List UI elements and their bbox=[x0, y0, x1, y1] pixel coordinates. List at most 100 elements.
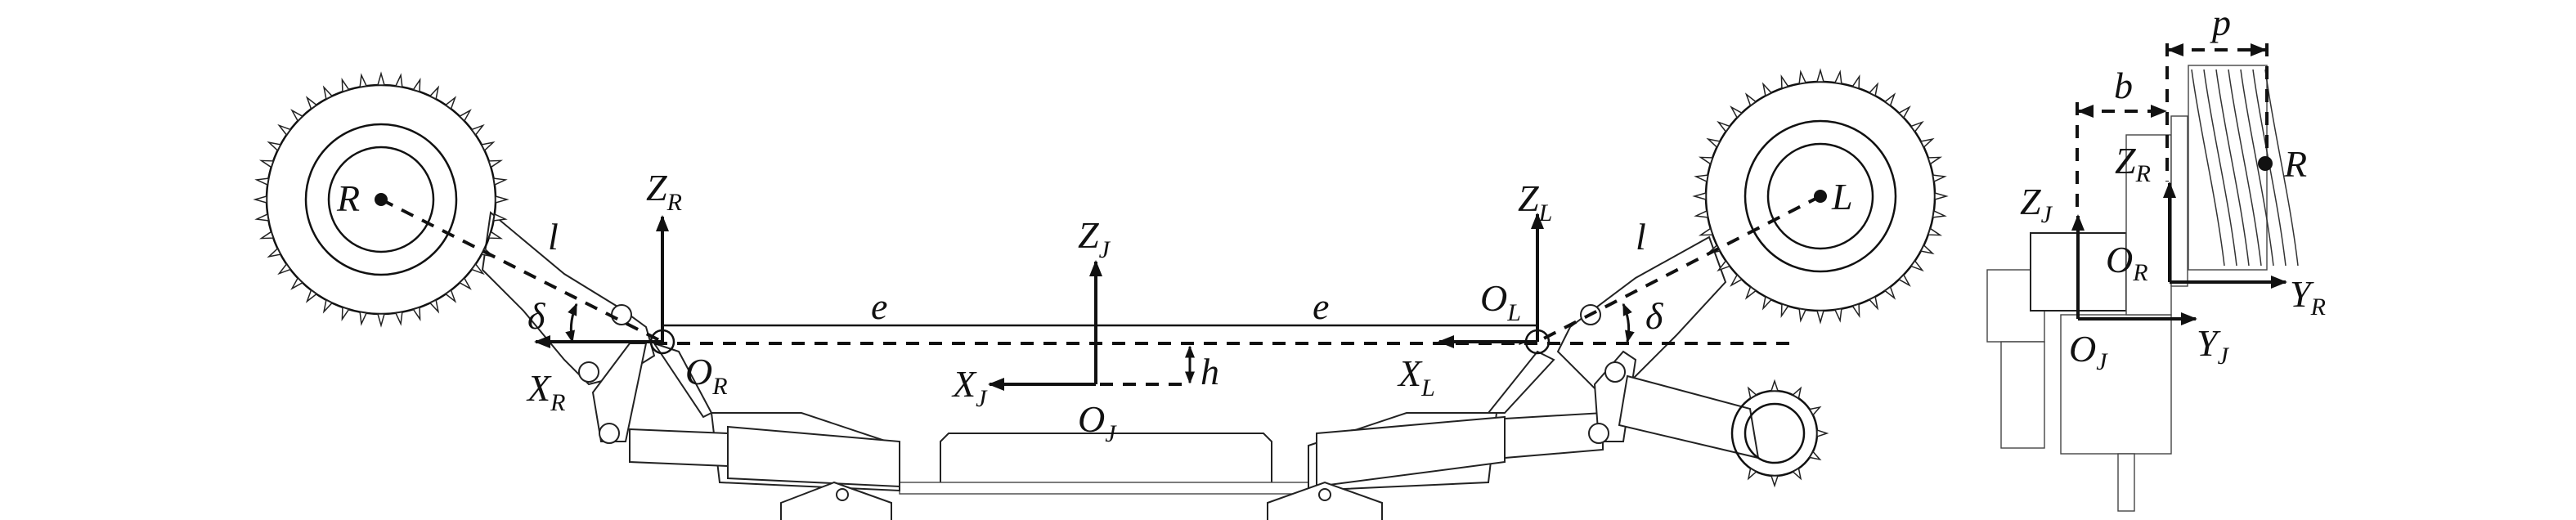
pick-tooth bbox=[1932, 174, 1947, 183]
ranging-arm-l bbox=[1486, 235, 1760, 459]
pick-tooth bbox=[1780, 303, 1789, 319]
pick-tooth bbox=[341, 306, 350, 322]
pick-tooth bbox=[267, 141, 282, 152]
pick-tooth bbox=[1792, 386, 1802, 400]
label-x-r: XR bbox=[526, 367, 565, 416]
pick-tooth bbox=[492, 213, 508, 222]
pick-tooth bbox=[1833, 69, 1842, 85]
label-z-l: ZL bbox=[1518, 177, 1552, 226]
label-drum-center-r: R bbox=[336, 177, 360, 219]
pick-tooth bbox=[1868, 82, 1879, 97]
pick-tooth bbox=[254, 213, 270, 222]
pick-tooth bbox=[258, 159, 275, 168]
pick-tooth bbox=[487, 159, 504, 168]
arm-line-r bbox=[380, 198, 663, 343]
pick-tooth bbox=[322, 298, 334, 314]
label-drum-offset-b: b bbox=[2114, 65, 2133, 106]
label-o-j-side: OJ bbox=[2069, 328, 2108, 375]
pick-tooth bbox=[1780, 74, 1789, 90]
pick-tooth bbox=[377, 71, 385, 86]
pick-tooth bbox=[1883, 92, 1896, 107]
helical-vane bbox=[2240, 69, 2274, 267]
pick-tooth bbox=[458, 276, 472, 290]
pick-tooth bbox=[1770, 475, 1779, 488]
crushing-drum bbox=[1730, 379, 1829, 488]
angle-delta-arrow-r bbox=[565, 303, 578, 343]
pick-tooth bbox=[1816, 68, 1824, 83]
label-z-r-side: ZR bbox=[2115, 140, 2151, 187]
pick-tooth bbox=[1868, 295, 1879, 311]
pick-tooth bbox=[495, 195, 509, 204]
helical-vane bbox=[2228, 69, 2262, 267]
pick-tooth bbox=[444, 96, 457, 110]
label-offset-e-l: e bbox=[1313, 285, 1329, 327]
pick-tooth bbox=[1919, 137, 1935, 149]
label-x-l: XL bbox=[1397, 352, 1435, 401]
pick-tooth bbox=[1717, 259, 1731, 272]
pick-tooth bbox=[1910, 259, 1924, 272]
pick-tooth bbox=[1747, 467, 1757, 481]
pick-tooth bbox=[1698, 156, 1714, 165]
pick-tooth bbox=[1717, 120, 1731, 133]
pick-tooth bbox=[1934, 192, 1949, 200]
pick-tooth bbox=[305, 289, 318, 303]
label-drum-width-p: p bbox=[2210, 2, 2231, 43]
pick-tooth bbox=[1694, 209, 1709, 218]
arm-line-l bbox=[1537, 195, 1821, 343]
pick-tooth bbox=[487, 231, 504, 240]
helical-vane bbox=[2203, 69, 2237, 267]
pick-tooth bbox=[480, 141, 496, 152]
pick-tooth bbox=[394, 311, 403, 326]
cutting-drum-side bbox=[2188, 65, 2299, 271]
front-view: R L l l δ δ e e h ZR XR OR ZJ XJ OJ ZL X… bbox=[253, 68, 1949, 520]
label-z-j: ZJ bbox=[1078, 214, 1111, 263]
pick-tooth bbox=[1706, 137, 1721, 149]
label-z-r: ZR bbox=[646, 167, 682, 216]
pick-tooth bbox=[1897, 273, 1911, 287]
pick-tooth bbox=[1927, 156, 1943, 165]
label-x-j: XJ bbox=[951, 363, 988, 412]
label-y-r-side: YR bbox=[2290, 273, 2326, 321]
pick-tooth bbox=[377, 313, 385, 328]
pick-tooth bbox=[290, 109, 304, 123]
pick-tooth bbox=[305, 96, 318, 110]
pick-tooth bbox=[412, 77, 421, 93]
pick-tooth bbox=[444, 289, 457, 303]
pick-tooth bbox=[1798, 69, 1807, 85]
pick-tooth bbox=[277, 262, 292, 276]
pick-tooth bbox=[1698, 227, 1714, 236]
pick-tooth bbox=[1883, 285, 1896, 300]
side-view: p b R ZJ YJ OJ ZR YR OR bbox=[1986, 2, 2326, 512]
pick-tooth bbox=[1816, 428, 1829, 438]
pick-tooth bbox=[1910, 120, 1924, 133]
angle-delta-arrow-l bbox=[1622, 303, 1635, 343]
pick-tooth bbox=[1932, 209, 1947, 218]
pick-tooth bbox=[1798, 307, 1807, 323]
pick-tooth bbox=[1770, 379, 1779, 392]
pick-tooth bbox=[1851, 303, 1860, 319]
pick-tooth bbox=[341, 77, 350, 93]
label-o-j: OJ bbox=[1078, 398, 1117, 447]
pick-tooth bbox=[1744, 92, 1757, 107]
pick-tooth bbox=[322, 85, 334, 101]
label-o-l: OL bbox=[1480, 277, 1521, 326]
pick-tooth bbox=[1851, 74, 1860, 90]
cutting-drum-l bbox=[1692, 68, 1949, 325]
pick-tooth bbox=[458, 109, 472, 123]
pick-tooth bbox=[1761, 82, 1773, 97]
pick-tooth bbox=[1730, 105, 1744, 119]
pick-tooth bbox=[1792, 467, 1802, 481]
pick-tooth bbox=[1808, 406, 1822, 416]
pick-tooth bbox=[1897, 105, 1911, 119]
pick-tooth bbox=[1744, 285, 1757, 300]
pick-tooth bbox=[1833, 307, 1842, 323]
label-offset-e-r: e bbox=[871, 285, 887, 327]
pick-tooth bbox=[359, 311, 368, 326]
label-arm-length-r: l bbox=[548, 216, 559, 258]
pick-tooth bbox=[1694, 174, 1709, 183]
pick-tooth bbox=[470, 262, 485, 276]
pick-tooth bbox=[253, 195, 267, 204]
pick-tooth bbox=[394, 73, 403, 88]
pick-tooth bbox=[290, 276, 304, 290]
